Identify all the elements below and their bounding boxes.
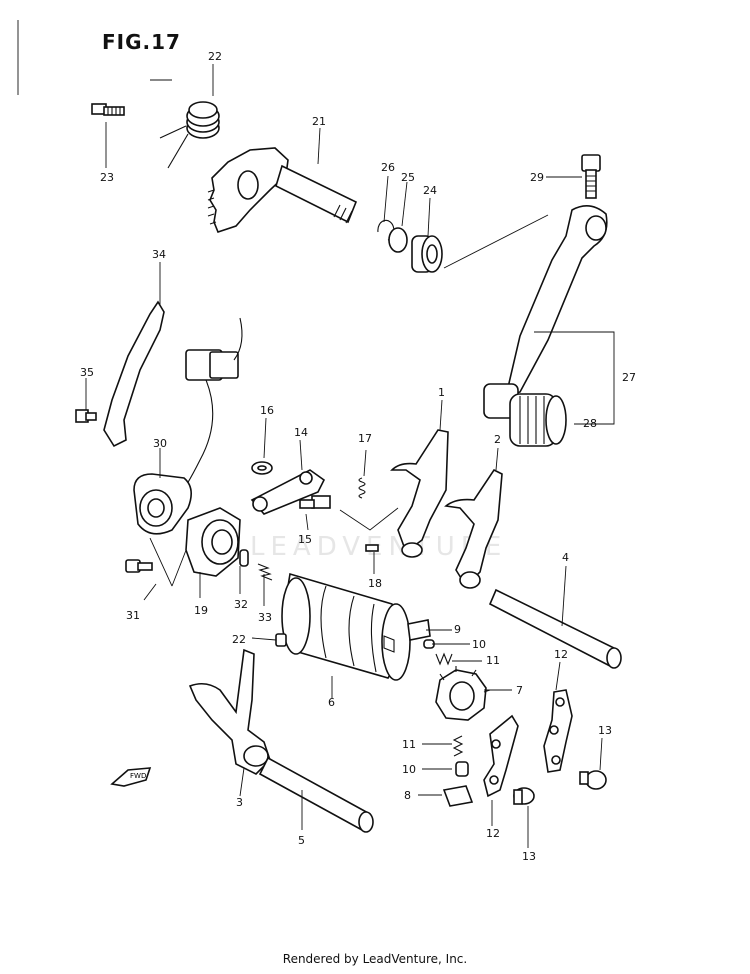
label-9: 9 [454,623,461,636]
label-3: 3 [236,796,243,809]
part-20-pin [365,544,379,552]
fwd-arrow-icon [110,767,152,787]
label-5: 5 [298,834,305,847]
label-8: 8 [404,789,411,802]
part-11-spring-lower [452,735,464,757]
part-7-cam-gear [435,666,491,721]
part-8-pawl [442,785,474,807]
part-12-guide [483,714,519,798]
label-15: 13 [598,724,612,737]
part-6-gearshift-cam [281,572,411,681]
label-32: 30 [153,437,167,450]
part-11-spring [435,652,453,666]
label-29: 27 [622,371,636,384]
label-25: 23 [100,171,114,184]
label-31: 29 [530,171,544,184]
part-15-screw [579,770,607,790]
label-35: 33 [258,611,272,624]
part-29-shift-lever [483,205,608,419]
label-20: 18 [368,577,382,590]
label-4: 4 [562,551,569,564]
part-14-plate [543,689,573,773]
label-26: 24 [423,184,437,197]
leader-lines [85,64,603,848]
part-9-plate [407,619,431,641]
part-26-bearing [411,235,443,273]
label-12: 12 [486,827,500,840]
label-27: 25 [401,171,415,184]
part-33-screw [125,559,153,573]
label-34: 32 [234,598,248,611]
label-2: 2 [494,433,501,446]
part-5-fork-shaft [258,756,374,833]
figure-title: FIG.17 [102,30,181,54]
label-17: 15 [298,533,312,546]
label-13: 13 [522,850,536,863]
part-17-bolt [299,495,331,509]
part-4-fork-shaft [488,588,622,669]
footer-credit: Rendered by LeadVenture, Inc. [282,952,468,966]
label-7: 7 [516,684,523,697]
fwd-label: FWD [130,772,146,780]
part-2-shift-fork [444,468,503,589]
label-10: 10 [472,638,486,651]
part-24-spring [159,101,220,169]
label-30: 28 [583,417,597,430]
part-23-shift-shaft [207,147,358,233]
label-21: 19 [194,604,208,617]
part-22-pin [275,633,287,647]
part-35-spring [257,563,273,581]
label-19: 17 [358,432,372,445]
label-16: 14 [294,426,308,439]
label-36: 34 [152,248,166,261]
part-1-shift-fork [390,429,449,558]
part-27-washer [388,227,408,253]
label-10-lower: 10 [402,763,416,776]
label-11-lower: 11 [402,738,416,751]
label-18: 16 [260,404,274,417]
part-36-plate [103,300,165,448]
label-24: 22 [208,50,222,63]
part-21-plate [185,507,241,577]
label-1: 1 [438,386,445,399]
part-10-pin-lower [455,761,469,777]
label-23: 21 [312,115,326,128]
part-13-screw [513,787,535,805]
label-37: 35 [80,366,94,379]
part-34-pin [239,549,249,567]
label-28: 26 [381,161,395,174]
part-16-stopper [250,469,326,515]
part-3-shift-fork [188,648,271,775]
label-6: 6 [328,696,335,709]
label-14: 12 [554,648,568,661]
part-25-bolt [91,103,125,116]
part-30-rubber [509,393,567,447]
part-31-bolt [581,154,601,199]
part-37-screw [75,409,97,423]
label-22: 22 [232,633,246,646]
part-32-neutral-switch [133,473,192,535]
wire-assembly [175,317,243,501]
part-19-spring [358,477,366,499]
label-33: 31 [126,609,140,622]
label-11: 11 [486,654,500,667]
